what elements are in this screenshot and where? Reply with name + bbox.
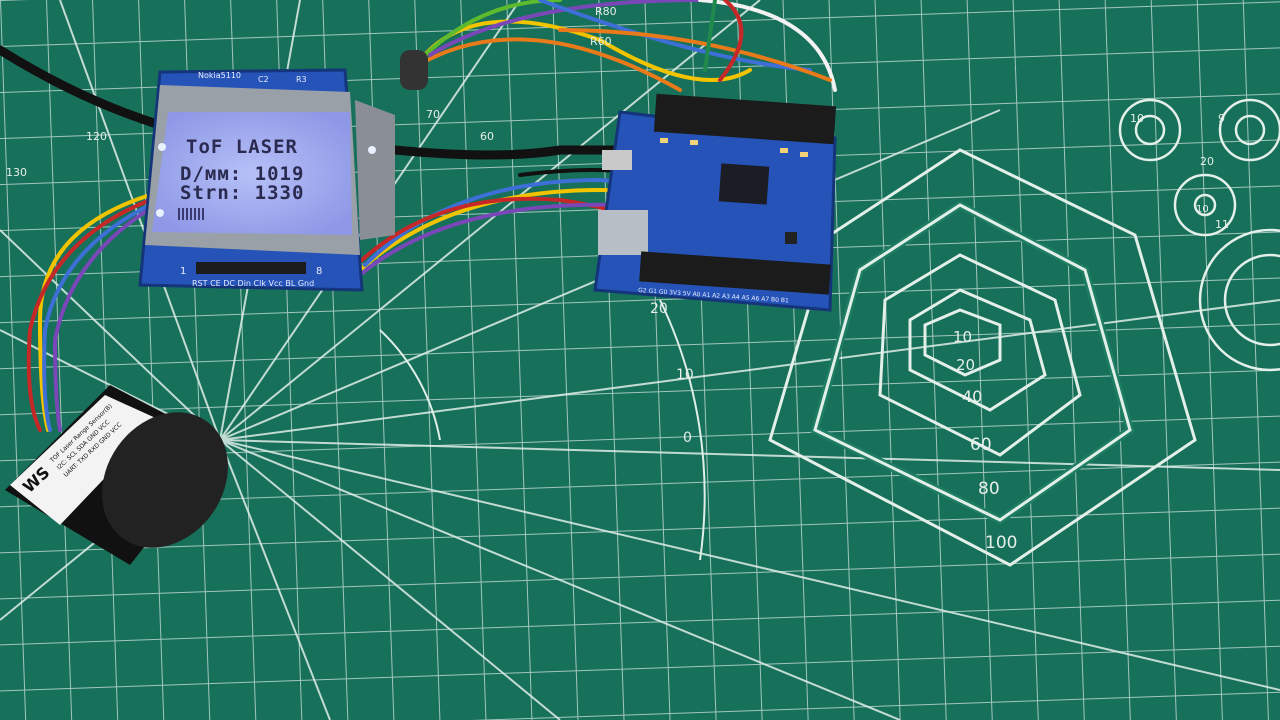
sd-card-slot — [598, 210, 648, 255]
lcd-pin-labels: RST CE DC Din Clk Vcc BL Gnd — [192, 279, 314, 288]
circle-templates — [1118, 98, 1280, 372]
circle-label-10b: 10 — [1196, 204, 1209, 215]
hex-label-40: 40 — [962, 387, 982, 406]
left-tick-120: 120 — [86, 130, 107, 143]
circle-label-9: 9 — [1218, 112, 1225, 125]
top-tick-r80: R80 — [595, 5, 617, 18]
top-tick-70: 70 — [426, 108, 440, 121]
left-tick-130: 130 — [6, 166, 27, 179]
top-tick-60: 60 — [480, 130, 494, 143]
ruler-label-20: 20 — [650, 301, 668, 317]
hex-label-20: 20 — [956, 356, 975, 374]
mat-arc-small — [379, 329, 441, 441]
lcd-distance-line: D/мм: 1019 — [180, 163, 305, 185]
lcd-bar-indicator — [178, 208, 204, 220]
lcd-cap-label-r3: R3 — [296, 75, 307, 84]
lcd-title: ToF LASER — [186, 136, 298, 158]
mat-arc — [659, 299, 706, 561]
hex-label-80: 80 — [978, 479, 1000, 499]
wire-tie — [400, 50, 428, 90]
tof-sensor — [5, 385, 228, 565]
lcd-pin-first: 1 — [180, 266, 186, 277]
usb-port — [602, 150, 632, 170]
lcd-screen — [152, 112, 352, 235]
ruler-label-0: 0 — [683, 430, 692, 446]
nokia-lcd-module — [138, 68, 395, 292]
lcd-pin-last: 8 — [316, 266, 322, 277]
mcu-board — [593, 93, 837, 312]
hex-label-60: 60 — [970, 435, 992, 455]
hex-label-100: 100 — [985, 533, 1017, 553]
lcd-cap-label-c2: C2 — [258, 75, 269, 84]
lcd-module-label: Nokia5110 — [198, 71, 241, 80]
ruler-label-10: 10 — [676, 367, 694, 383]
lcd-strength-line: Strn: 1330 — [180, 182, 305, 204]
hex-label-10: 10 — [953, 328, 972, 346]
circle-label-20: 20 — [1200, 155, 1214, 168]
circle-label-11: 11 — [1215, 218, 1229, 231]
top-tick-r60: R60 — [590, 35, 612, 48]
circle-label-10a: 10 — [1130, 112, 1144, 125]
